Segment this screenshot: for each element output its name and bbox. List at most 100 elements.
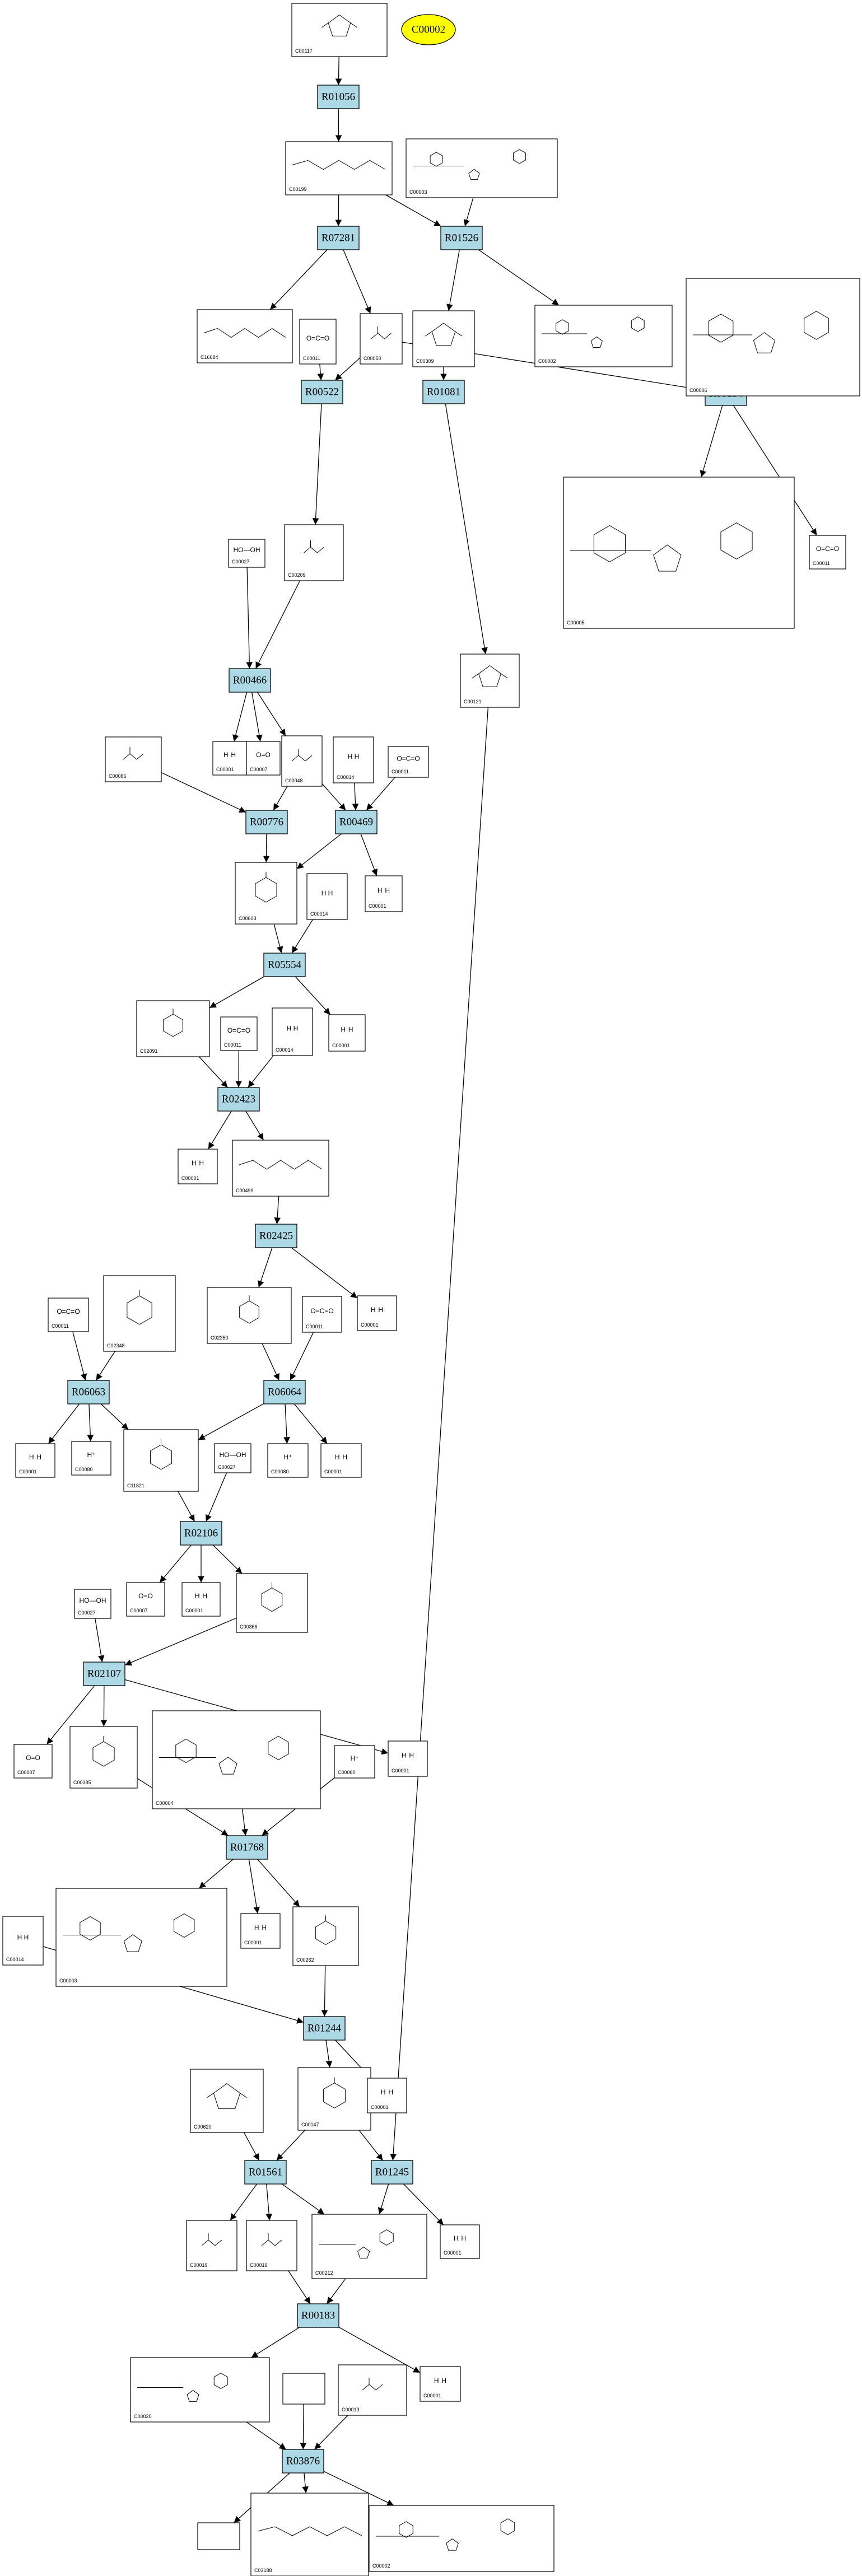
compound-box[interactable] — [48, 1298, 89, 1332]
compound-box[interactable] — [13, 1744, 53, 1779]
reaction-node-R01768[interactable]: R01768 — [226, 1835, 268, 1860]
compound-box[interactable] — [563, 477, 795, 629]
compound-node-C00147[interactable]: C00147 — [297, 2067, 371, 2131]
compound-box[interactable] — [69, 1726, 138, 1789]
compound-box[interactable] — [299, 319, 337, 365]
reaction-node-R01526[interactable]: R01526 — [440, 226, 483, 250]
compound-box[interactable] — [297, 2067, 371, 2131]
compound-node-C00262[interactable]: C00262 — [292, 1906, 359, 1966]
compound-box[interactable] — [302, 1296, 342, 1333]
compound-node-empty[interactable] — [197, 2522, 240, 2550]
compound-node-C00003[interactable]: C00003 — [55, 1888, 227, 1987]
compound-box[interactable] — [130, 2357, 270, 2423]
compound-box[interactable] — [74, 1589, 111, 1619]
compound-box[interactable] — [334, 1745, 375, 1779]
compound-box[interactable] — [369, 2505, 555, 2572]
compound-box[interactable] — [412, 310, 475, 367]
highlight-node[interactable]: C00002 — [401, 14, 456, 45]
compound-box[interactable] — [71, 1441, 111, 1476]
compound-box[interactable] — [246, 741, 281, 776]
compound-node-C00121[interactable]: C00121 — [460, 654, 520, 708]
compound-box[interactable] — [105, 736, 162, 782]
compound-node-C00212[interactable]: C00212 — [311, 2214, 427, 2279]
reaction-box[interactable] — [317, 85, 360, 109]
reaction-node-R05554[interactable]: R05554 — [263, 953, 306, 977]
compound-box[interactable] — [214, 1443, 251, 1473]
compound-box[interactable] — [197, 309, 293, 363]
reaction-box[interactable] — [83, 1662, 125, 1686]
compound-box[interactable] — [267, 1443, 309, 1478]
compound-node-C02348[interactable]: C02348 — [103, 1275, 176, 1352]
reaction-node-R01056[interactable]: R01056 — [317, 85, 360, 109]
reaction-box[interactable] — [263, 953, 306, 977]
reaction-node-R06063[interactable]: R06063 — [67, 1380, 110, 1404]
compound-box[interactable] — [360, 313, 403, 365]
reaction-box[interactable] — [301, 380, 343, 404]
compound-node-C00620[interactable]: C00620 — [190, 2069, 264, 2133]
compound-box[interactable] — [220, 1016, 258, 1051]
compound-node-C00603[interactable]: C00603 — [235, 862, 297, 925]
compound-box[interactable] — [420, 2366, 461, 2402]
compound-node-C00385[interactable]: C00385 — [69, 1726, 138, 1789]
compound-box[interactable] — [809, 535, 846, 570]
compound-box[interactable] — [338, 2364, 407, 2416]
compound-node-C02350[interactable]: C02350 — [207, 1287, 292, 1344]
compound-box[interactable] — [272, 1007, 313, 1056]
compound-node-C00019[interactable]: C00019 — [186, 2220, 237, 2271]
reaction-node-R00776[interactable]: R00776 — [245, 810, 288, 834]
reaction-box[interactable] — [303, 2016, 346, 2041]
compound-box[interactable] — [235, 862, 297, 925]
reaction-box[interactable] — [440, 226, 483, 250]
compound-box[interactable] — [190, 2069, 264, 2133]
reaction-box[interactable] — [255, 1224, 297, 1248]
compound-node-C00050[interactable]: C00050 — [360, 313, 403, 365]
reaction-node-R01081[interactable]: R01081 — [422, 380, 465, 404]
compound-node-C00005[interactable]: C00005 — [563, 477, 795, 629]
reaction-node-R02107[interactable]: R02107 — [83, 1662, 125, 1686]
reaction-box[interactable] — [263, 1380, 306, 1404]
compound-node-C00366[interactable]: C00366 — [236, 1573, 308, 1633]
compound-box[interactable] — [285, 141, 393, 195]
compound-box[interactable] — [311, 2214, 427, 2279]
reaction-node-R01245[interactable]: R01245 — [371, 2160, 413, 2185]
compound-box[interactable] — [250, 2493, 369, 2576]
compound-box[interactable] — [534, 305, 673, 367]
compound-box[interactable] — [186, 2220, 237, 2271]
compound-box[interactable] — [103, 1275, 176, 1352]
compound-node-C00086[interactable]: C00086 — [105, 736, 162, 782]
compound-box[interactable] — [357, 1295, 397, 1331]
compound-node-empty[interactable] — [282, 2373, 325, 2405]
compound-node-C00003[interactable]: C00003 — [406, 138, 558, 198]
compound-node-C00004[interactable]: C00004 — [152, 1710, 321, 1809]
compound-node-C00002[interactable]: C00002 — [534, 305, 673, 367]
compound-box[interactable] — [320, 1443, 362, 1478]
reaction-node-R01561[interactable]: R01561 — [244, 2160, 287, 2185]
compound-node-C00020[interactable]: C00020 — [130, 2357, 270, 2423]
compound-box[interactable] — [123, 1429, 199, 1492]
reaction-node-R00522[interactable]: R00522 — [301, 380, 343, 404]
reaction-node-R02423[interactable]: R02423 — [217, 1087, 260, 1112]
reaction-node-R03876[interactable]: R03876 — [282, 2449, 324, 2474]
compound-box[interactable] — [232, 1140, 329, 1197]
compound-box[interactable] — [281, 735, 323, 787]
compound-node-C02091[interactable]: C02091 — [136, 1000, 210, 1057]
reaction-box[interactable] — [217, 1087, 260, 1112]
compound-box[interactable] — [2, 1916, 44, 1966]
compound-node-C11821[interactable]: C11821 — [123, 1429, 199, 1492]
highlight-ellipse[interactable] — [401, 14, 456, 45]
